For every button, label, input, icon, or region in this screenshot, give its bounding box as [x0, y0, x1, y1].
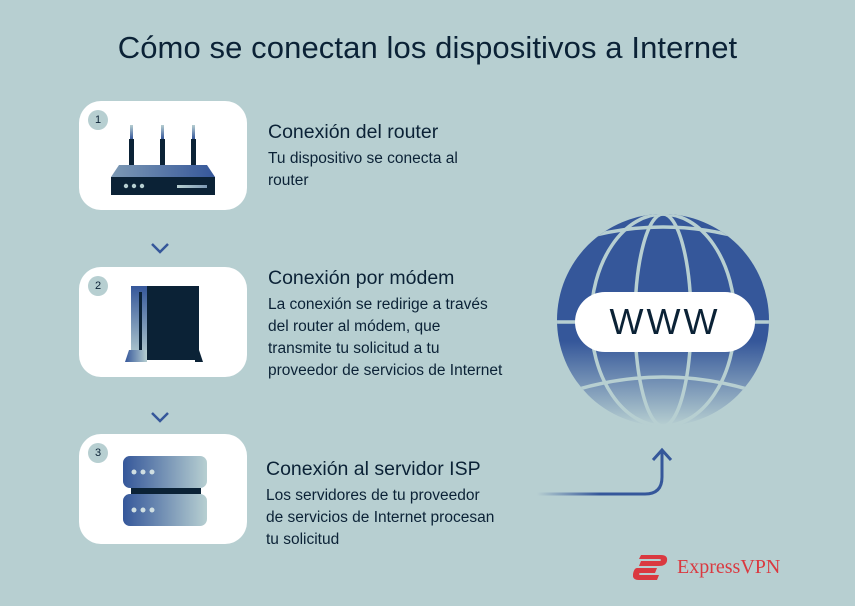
expressvpn-logo-icon: [633, 555, 668, 580]
step-3-card: 3: [79, 434, 247, 544]
chevron-down-icon: [151, 243, 169, 254]
step-3-title: Conexión al servidor ISP: [266, 458, 481, 480]
step-3-description: Los servidores de tu proveedor de servic…: [266, 487, 495, 548]
step-2-title: Conexión por módem: [268, 267, 455, 289]
chevron-down-icon: [151, 412, 169, 423]
expressvpn-logo: ExpressVPN: [633, 553, 780, 581]
step-1-title: Conexión del router: [268, 121, 439, 143]
step-1-description: Tu dispositivo se conecta al router: [268, 150, 458, 189]
globe-icon: WWW: [555, 212, 771, 428]
step-1-badge: 1: [88, 110, 108, 130]
arrow-up-icon: [537, 447, 673, 496]
step-2-card: 2: [79, 267, 247, 377]
step-2-badge: 2: [88, 276, 108, 296]
step-2-description: La conexión se redirige a través del rou…: [268, 296, 503, 379]
brand-name: ExpressVPN: [677, 555, 781, 578]
router-icon: [111, 125, 215, 195]
page-title: Cómo se conectan los dispositivos a Inte…: [117, 30, 738, 65]
www-label: WWW: [609, 301, 721, 342]
step-1-card: 1: [79, 101, 247, 210]
modem-icon: [125, 286, 203, 362]
step-3-badge: 3: [88, 443, 108, 463]
server-icon: [123, 456, 207, 526]
